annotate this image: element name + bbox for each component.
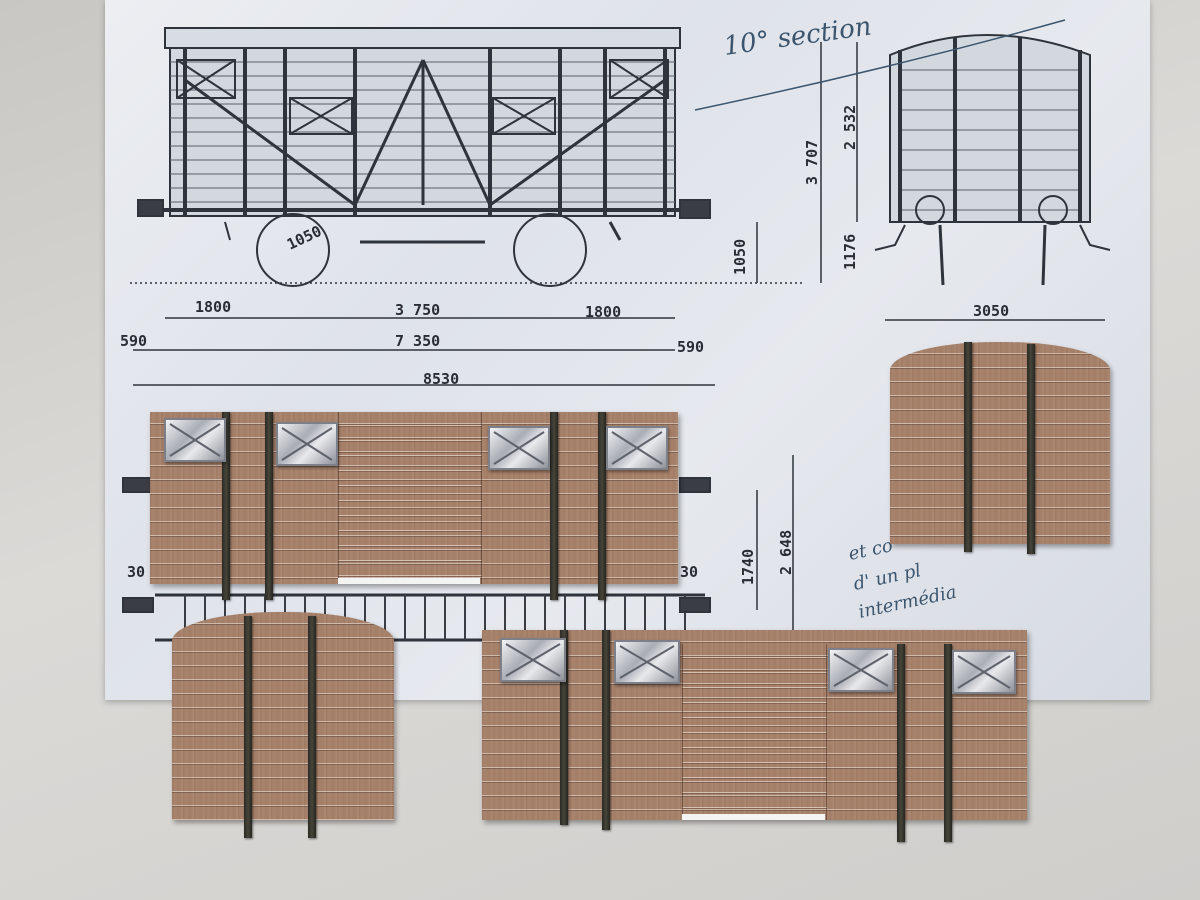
- door-sill: [682, 814, 825, 820]
- dim-overhang-right: 590: [677, 338, 704, 356]
- side-panel-upper: [150, 412, 678, 600]
- handwritten-top-note: 10° section: [722, 12, 874, 62]
- dim-edge-left: 30: [127, 563, 145, 581]
- strap: [308, 616, 316, 838]
- vent-plate: [276, 422, 338, 466]
- strap: [550, 412, 558, 600]
- end-panel-left: [172, 612, 394, 838]
- vent-plate: [606, 426, 668, 470]
- dim-floor-height: 1176: [841, 234, 859, 270]
- end-panel-right: [890, 342, 1110, 554]
- strap: [560, 630, 568, 825]
- dim-body-length: 7 350: [395, 332, 440, 350]
- door-sill: [338, 578, 480, 584]
- dim-end-width: 3050: [973, 302, 1009, 320]
- dim-spacing-left: 1800: [195, 298, 231, 316]
- dim-overhang-left: 590: [120, 332, 147, 350]
- dim-total-height: 3 707: [803, 140, 821, 185]
- handwritten-note-1: et co: [847, 535, 895, 565]
- vent-plate: [952, 650, 1016, 694]
- dim-inner-height-a: 1740: [739, 549, 757, 585]
- dim-total-length: 8530: [423, 370, 459, 388]
- vent-plate: [488, 426, 550, 470]
- dim-wheelbase: 3 750: [395, 301, 440, 319]
- dim-body-height: 2 532: [841, 105, 859, 150]
- vent-plate: [500, 638, 566, 682]
- dim-wheel-height: 1050: [731, 239, 749, 275]
- dim-wheel-diameter: 1050: [284, 222, 324, 254]
- strap: [602, 630, 610, 830]
- strap: [265, 412, 273, 600]
- sliding-door: [338, 412, 482, 584]
- side-panel-lower: [482, 630, 1027, 842]
- strap: [944, 644, 952, 842]
- strap: [964, 342, 972, 552]
- strap: [222, 412, 230, 600]
- vent-plate: [614, 640, 680, 684]
- vent-plate: [164, 418, 226, 462]
- dim-inner-height-b: 2 648: [777, 530, 795, 575]
- strap: [244, 616, 252, 838]
- dim-edge-right: 30: [680, 563, 698, 581]
- strap: [897, 644, 905, 842]
- sliding-door: [682, 644, 827, 820]
- vent-plate: [828, 648, 894, 692]
- strap: [1027, 344, 1035, 554]
- strap: [598, 412, 606, 600]
- dim-spacing-right: 1800: [585, 303, 621, 321]
